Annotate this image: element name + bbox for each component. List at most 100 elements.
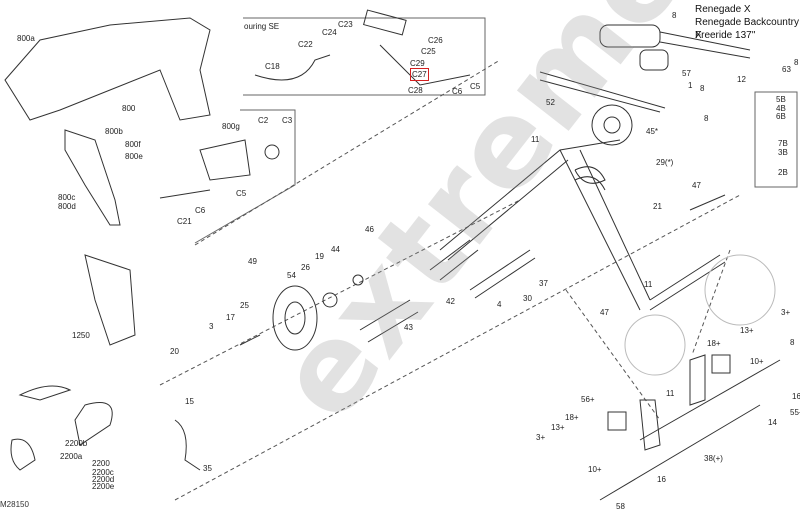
part-callout-800a[interactable]: 800a — [17, 34, 35, 43]
part-callout-1[interactable]: 1 — [688, 81, 693, 90]
part-callout-55[interactable]: 55+ — [790, 408, 800, 417]
part-callout-3[interactable]: 3+ — [536, 433, 546, 442]
part-callout-c2[interactable]: C2 — [258, 116, 269, 125]
part-callout-37[interactable]: 37 — [539, 279, 548, 288]
part-callout-800e[interactable]: 800e — [125, 152, 143, 161]
part-callout-11[interactable]: 11 — [666, 389, 675, 398]
part-callout-18[interactable]: 18+ — [707, 339, 721, 348]
part-callout-2200a[interactable]: 2200a — [60, 452, 83, 461]
part-callout-16[interactable]: 16 — [657, 475, 666, 484]
heater-inset-box — [194, 109, 296, 244]
part-callout-26[interactable]: 26 — [301, 263, 310, 272]
part-callout-8[interactable]: 8 — [700, 84, 705, 93]
part-callout-c5[interactable]: C5 — [470, 82, 481, 91]
alignment-lines — [159, 59, 741, 501]
part-callout-52[interactable]: 52 — [546, 98, 555, 107]
part-callout-30[interactable]: 30 — [523, 294, 532, 303]
part-callout-44[interactable]: 44 — [331, 245, 340, 254]
part-callout-15[interactable]: 15 — [185, 397, 194, 406]
part-callout-c18[interactable]: C18 — [265, 62, 280, 71]
part-callout-11[interactable]: 11 — [644, 280, 653, 289]
part-callout-8[interactable]: 8 — [790, 338, 795, 347]
part-callout-4b[interactable]: 4B — [776, 104, 786, 113]
part-callout-c21[interactable]: C21 — [177, 217, 192, 226]
part-callout-42[interactable]: 42 — [446, 297, 455, 306]
part-callout-c3[interactable]: C3 — [282, 116, 293, 125]
part-callout-1250[interactable]: 1250 — [72, 331, 90, 340]
part-callout-16[interactable]: 16 — [792, 392, 800, 401]
part-callout-c27-highlighted[interactable]: C27 — [410, 68, 429, 81]
part-callout-12[interactable]: 12 — [737, 75, 746, 84]
part-callout-800c[interactable]: 800c — [58, 193, 76, 202]
part-callout-38[interactable]: 38(+) — [704, 454, 723, 463]
part-callout-2200[interactable]: 2200 — [92, 459, 110, 468]
part-callout-45[interactable]: 45* — [646, 127, 659, 136]
part-callout-800[interactable]: 800 — [122, 104, 136, 113]
part-callout-49[interactable]: 49 — [248, 257, 257, 266]
part-callout-8[interactable]: 8 — [794, 58, 799, 67]
part-callout-c28[interactable]: C28 — [408, 86, 423, 95]
part-callout-2b[interactable]: 2B — [778, 168, 788, 177]
part-callout-3b[interactable]: 3B — [778, 148, 788, 157]
part-callout-10[interactable]: 10+ — [588, 465, 602, 474]
part-callout-2200e[interactable]: 2200e — [92, 482, 115, 491]
part-callout-29[interactable]: 29(*) — [656, 158, 674, 167]
part-callout-11[interactable]: 11 — [531, 135, 540, 144]
part-callout-3[interactable]: 3 — [209, 322, 214, 331]
swing-arm — [439, 104, 726, 311]
part-callout-47[interactable]: 47 — [692, 181, 701, 190]
touring-se-inset-box — [243, 17, 486, 96]
part-callout-18[interactable]: 18+ — [565, 413, 579, 422]
inset-title: ouring SE — [244, 22, 280, 31]
part-callout-800b[interactable]: 800b — [105, 127, 123, 136]
part-callout-8[interactable]: 8 — [672, 11, 677, 20]
part-callout-5b[interactable]: 5B — [776, 95, 786, 104]
part-callout-14[interactable]: 14 — [768, 418, 777, 427]
part-callout-47[interactable]: 47 — [600, 308, 609, 317]
part-callout-46[interactable]: 46 — [365, 225, 374, 234]
part-callout-25[interactable]: 25 — [240, 301, 249, 310]
part-callout-43[interactable]: 43 — [404, 323, 413, 332]
part-callout-c25[interactable]: C25 — [421, 47, 436, 56]
part-callout-20[interactable]: 20 — [170, 347, 179, 356]
drawing-code: M28150 — [0, 500, 29, 509]
idler-wheel — [239, 239, 536, 351]
part-callout-57[interactable]: 57 — [682, 69, 691, 78]
part-callout-13[interactable]: 13+ — [551, 423, 565, 432]
heater-parts — [159, 9, 471, 199]
part-callout-10[interactable]: 10+ — [750, 357, 764, 366]
shock-absorber — [539, 24, 751, 113]
part-callout-21[interactable]: 21 — [653, 202, 662, 211]
part-callout-35[interactable]: 35 — [203, 464, 212, 473]
shock-rebuild-inset-box — [754, 91, 798, 188]
part-callout-800f[interactable]: 800f — [125, 140, 141, 149]
part-callout-2200b[interactable]: 2200b — [65, 439, 88, 448]
part-callout-c23[interactable]: C23 — [338, 20, 353, 29]
part-callout-2200c[interactable]: 2200c — [92, 468, 114, 477]
part-callout-c29[interactable]: C29 — [410, 59, 425, 68]
part-callout-13[interactable]: 13+ — [740, 326, 754, 335]
part-callout-56[interactable]: 56+ — [581, 395, 595, 404]
model-title-3: Freeride 137'' — [695, 30, 756, 41]
part-callout-2200d[interactable]: 2200d — [92, 475, 115, 484]
part-callout-c5[interactable]: C5 — [236, 189, 247, 198]
part-callout-7b[interactable]: 7B — [778, 139, 788, 148]
part-callout-c6[interactable]: C6 — [195, 206, 206, 215]
part-callout-54[interactable]: 54 — [287, 271, 296, 280]
part-callout-3[interactable]: 3+ — [781, 308, 791, 317]
part-callout-63[interactable]: 63 — [782, 65, 791, 74]
part-callout-c26[interactable]: C26 — [428, 36, 443, 45]
part-callout-c6[interactable]: C6 — [452, 87, 463, 96]
part-callout-19[interactable]: 19 — [315, 252, 324, 261]
part-callout-4[interactable]: 4 — [497, 300, 502, 309]
part-callout-c24[interactable]: C24 — [322, 28, 337, 37]
part-callout-6b[interactable]: 6B — [776, 112, 786, 121]
part-callout-58[interactable]: 58 — [616, 502, 625, 510]
part-callout-17[interactable]: 17 — [226, 313, 235, 322]
part-callout-800d[interactable]: 800d — [58, 202, 76, 211]
part-callout-c22[interactable]: C22 — [298, 40, 313, 49]
part-callout-8[interactable]: 8 — [704, 114, 709, 123]
part-callout-800g[interactable]: 800g — [222, 122, 240, 131]
